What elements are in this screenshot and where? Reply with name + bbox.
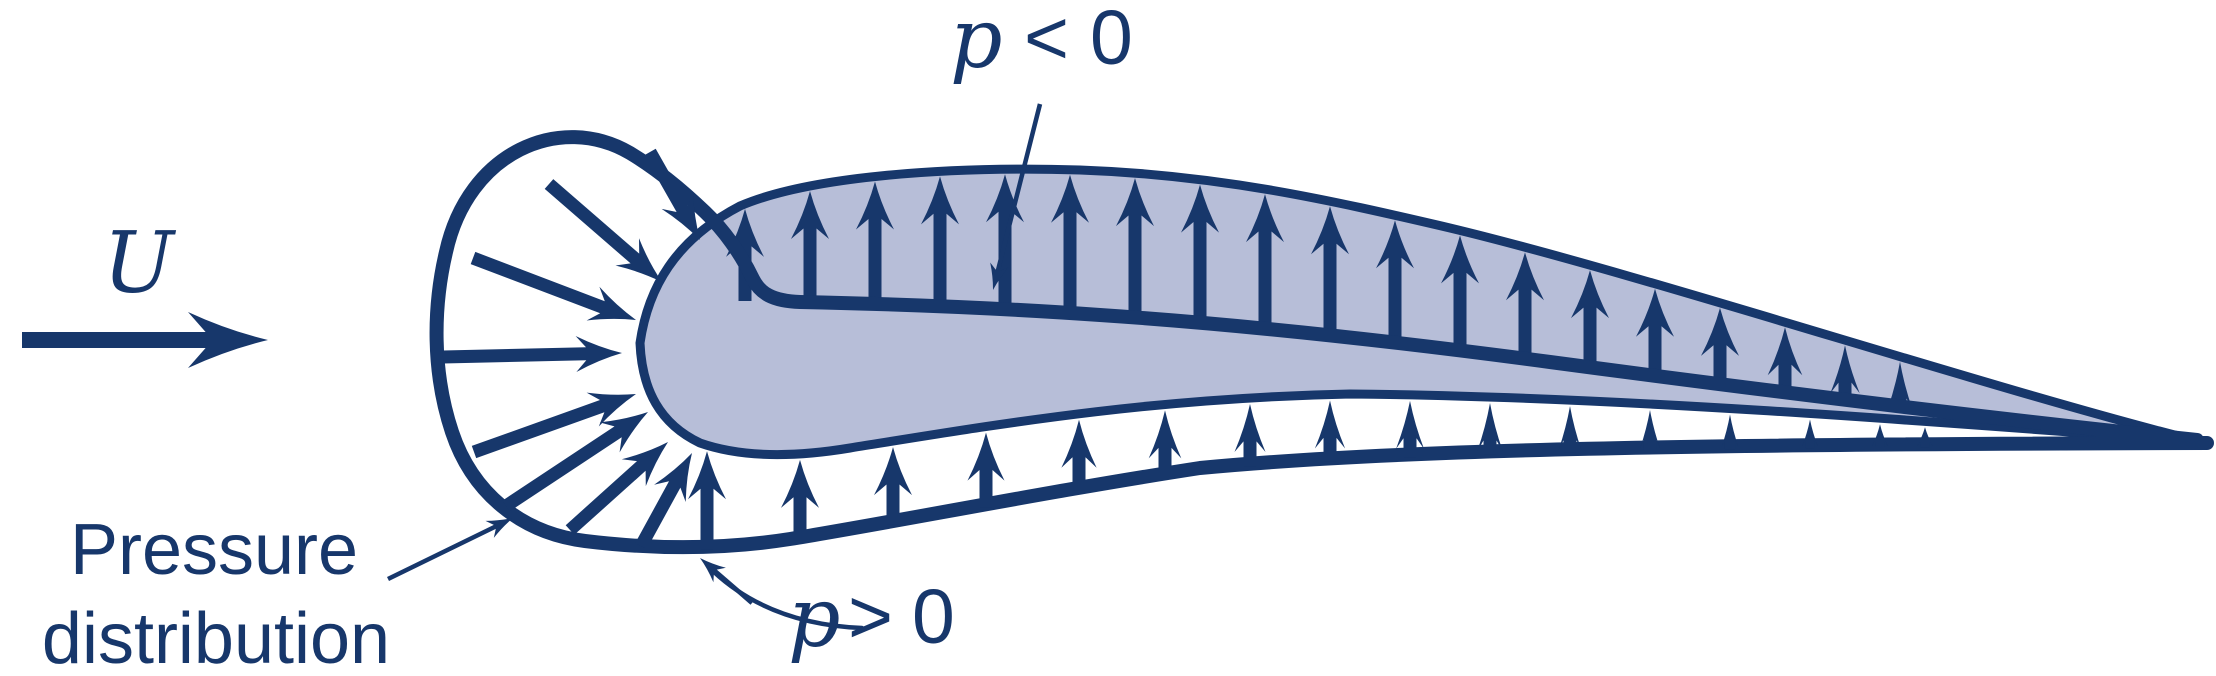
lift-pressure-arrow	[1640, 410, 1660, 451]
lift-pressure-arrow	[1396, 400, 1424, 458]
negative-pressure-pointer-arrow	[990, 103, 1043, 291]
lift-pressure-arrow	[1314, 400, 1346, 462]
pressure-envelope-curve	[429, 130, 2214, 555]
lift-pressure-arrow	[1477, 403, 1503, 455]
suction-pressure-arrow	[1441, 235, 1479, 356]
leading-edge-pressure-arrows	[442, 148, 700, 550]
stagnation-pressure-arrow	[544, 179, 662, 282]
lift-pressure-arrow	[1721, 414, 1739, 450]
pressure-distribution-label: Pressure distribution	[42, 510, 390, 676]
positive-pressure-pointer-arrow	[700, 558, 865, 631]
suction-pressure-arrow	[1181, 184, 1219, 328]
lift-pressure-arrow	[1802, 419, 1818, 449]
suction-pressure-arrow	[1830, 345, 1860, 405]
pointer-arrow-shape	[387, 518, 513, 581]
lower-surface-pressure-arrows	[688, 400, 1933, 550]
suction-pressure-arrow	[1636, 288, 1674, 381]
suction-pressure-arrow	[1767, 327, 1803, 398]
lift-pressure-arrow	[1148, 410, 1182, 477]
upper-surface-suction-arrows	[726, 174, 1913, 412]
lift-pressure-arrow	[1234, 404, 1266, 467]
lift-pressure-arrow	[1061, 419, 1097, 491]
lift-pressure-arrow	[1917, 427, 1933, 448]
freestream-velocity-label: U	[103, 214, 177, 312]
suction-pressure-arrow	[1701, 307, 1739, 390]
stagnation-pressure-arrow	[470, 251, 636, 321]
suction-pressure-arrow	[1506, 252, 1544, 364]
pointer-arrow-shape	[990, 103, 1043, 291]
lift-pressure-arrow	[874, 447, 912, 525]
suction-pressure-arrow	[1571, 270, 1609, 373]
lift-pressure-arrow	[967, 432, 1005, 508]
freestream-velocity-arrow	[22, 312, 268, 368]
lift-pressure-arrow	[1872, 424, 1888, 448]
negative-pressure-label: p < 0	[950, 0, 1133, 87]
suction-pressure-arrow	[1376, 220, 1414, 348]
suction-pressure-arrow	[1311, 206, 1349, 341]
pointer-arrow-shape	[700, 558, 754, 605]
lift-pressure-arrow	[688, 451, 726, 550]
stagnation-pressure-arrow	[471, 392, 636, 459]
suction-pressure-arrow	[1116, 178, 1154, 323]
stagnation-pressure-arrow	[502, 412, 648, 512]
lift-pressure-arrow	[1558, 406, 1582, 453]
stagnation-pressure-arrow	[565, 442, 668, 535]
stagnation-pressure-arrow	[635, 453, 692, 550]
lift-pressure-arrow	[781, 459, 819, 541]
positive-pressure-label: p > 0	[788, 571, 955, 666]
stagnation-pressure-arrow	[644, 148, 700, 240]
suction-pressure-arrow	[1246, 194, 1284, 334]
freestream-arrow-shape	[22, 312, 268, 368]
suction-pressure-arrow	[921, 176, 959, 312]
suction-pressure-arrow	[791, 191, 829, 308]
stagnation-pressure-arrow	[442, 336, 622, 372]
suction-pressure-arrow	[856, 181, 894, 309]
suction-pressure-arrow	[1051, 174, 1089, 318]
pressure-distribution-pointer-arrow	[387, 518, 513, 581]
